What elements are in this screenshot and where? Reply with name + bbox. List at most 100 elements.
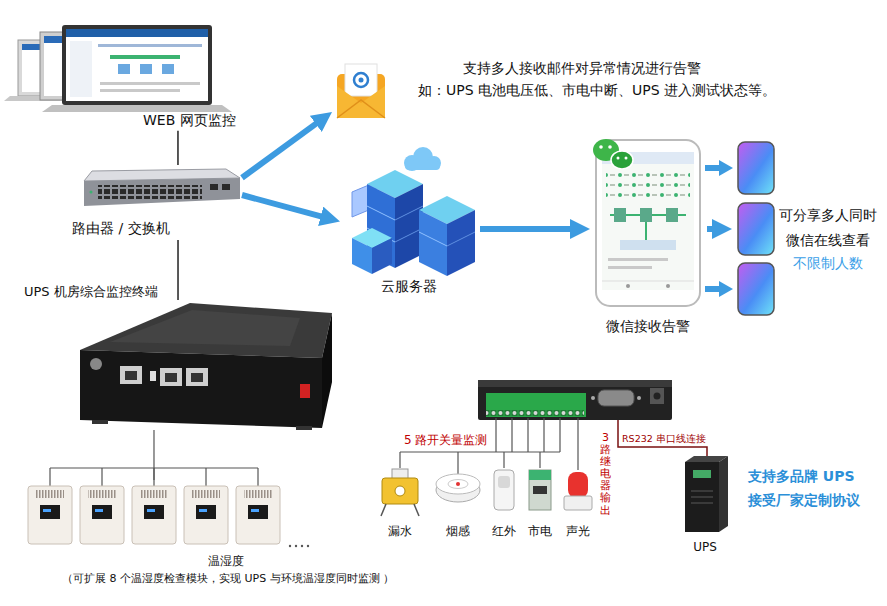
sensor-module-part	[132, 486, 176, 544]
server-illustration-part	[419, 232, 447, 246]
laptop-illustration-part	[118, 64, 130, 74]
laptop-illustration-part	[70, 41, 92, 97]
terminal-illustration-part	[191, 373, 203, 382]
email-alert: 支持多人接收邮件对异常情况进行告警如：UPS 电池电压低、市电中断、UPS 进入…	[332, 56, 802, 122]
share-arrow-part	[705, 165, 721, 171]
node-label: 市电	[522, 524, 558, 538]
ups-illustration-part	[691, 490, 713, 492]
sensor-icon-part	[414, 504, 419, 516]
cable-label: RS232 串口线连接	[622, 433, 706, 444]
connector-line	[153, 430, 154, 480]
sensor-icon	[381, 469, 592, 516]
terminal-illustration-part	[90, 358, 102, 370]
serial-cable-part	[618, 420, 707, 458]
relay-label: 3 路继电器输出	[600, 432, 611, 517]
email-icon-part	[337, 86, 385, 118]
bus-wire-part	[205, 468, 206, 486]
sensor-icon-part	[395, 486, 405, 496]
sensor-module-part	[40, 505, 60, 519]
wechat-icon-part	[608, 145, 612, 149]
node-label: 温湿度	[208, 554, 244, 568]
sensor-icon-part	[436, 474, 480, 494]
terminal-illustration-part	[150, 371, 156, 381]
phone-illustration-part	[666, 208, 678, 222]
email-icon	[337, 64, 385, 118]
signal-wire	[400, 418, 578, 474]
phone-illustration-part	[640, 208, 652, 222]
sensor-module-part	[147, 509, 155, 512]
sensor-icon-part	[568, 472, 588, 498]
email-icon-part	[359, 78, 364, 83]
node-label: 漏水	[372, 524, 428, 538]
phone-illustration-part	[608, 266, 652, 269]
phone-illustration-part	[602, 152, 694, 290]
laptop-illustration-part	[140, 64, 152, 74]
sensor-module-part	[88, 490, 116, 498]
infrared-sensor: 红外	[486, 466, 524, 542]
mains-sensor: 市电	[522, 466, 560, 542]
email-icon-part	[354, 73, 368, 87]
terminal-illustration-part	[186, 368, 208, 386]
server-illustration-part	[405, 161, 440, 170]
laptop-illustration-part	[110, 55, 180, 59]
sensor-icon-part	[533, 486, 547, 494]
sensor-module-part	[92, 505, 112, 519]
sensor-module	[28, 486, 280, 544]
connector-line	[177, 240, 179, 300]
email-icon-part	[345, 64, 377, 96]
laptop-illustration-part	[98, 44, 202, 47]
phone-illustration	[596, 140, 700, 306]
email-icon-part	[337, 100, 385, 118]
node-label: 支持多人接收邮件对异常情况进行告警	[463, 60, 701, 77]
node-label: 微信接收告警	[590, 318, 705, 335]
connector-arrow	[707, 226, 717, 232]
signal-wire-part	[543, 418, 544, 452]
router-illustration-part	[90, 191, 93, 194]
terminal-illustration-part	[296, 426, 312, 430]
wechat-phone: 微信接收告警	[590, 138, 707, 338]
router-switch: 路由器 / 交换机	[70, 165, 242, 240]
bus-wire-part	[301, 545, 303, 547]
server-illustration	[352, 147, 475, 276]
laptop-illustration-part	[66, 29, 208, 101]
share-arrow-part	[719, 160, 733, 176]
share-phones: 可分享多人同时 微信在线查看不限制人数	[732, 135, 884, 320]
sensor-module-part	[196, 505, 216, 519]
node-label: 如：UPS 电池电压低、市电中断、UPS 进入测试状态等。	[418, 82, 776, 99]
ups-illustration-part	[691, 496, 713, 498]
share-arrow-part	[705, 286, 721, 292]
server-illustration-part	[447, 210, 475, 276]
ups-illustration-part	[719, 456, 728, 532]
bus-wire-part	[295, 545, 297, 547]
sensor-icon-part	[564, 496, 592, 510]
phone-illustration-part	[606, 170, 690, 200]
sensor-icon-part	[382, 478, 418, 504]
io-panel-part	[486, 393, 586, 417]
signal-wire-part	[539, 452, 540, 468]
feature-note: 支持多品牌 UPS	[748, 468, 855, 485]
phone-illustration-part	[620, 240, 676, 250]
sensor-module-part	[184, 486, 228, 544]
bus-wire-part	[49, 468, 50, 486]
io-panel-part	[486, 393, 584, 417]
terminal-illustration-part	[300, 384, 310, 398]
sensor-icon-part	[448, 480, 468, 489]
sensor-icon-part	[494, 470, 514, 510]
server-illustration-part	[367, 206, 395, 220]
node-label: 路由器 / 交换机	[72, 220, 170, 237]
wechat-icon-part	[617, 157, 620, 160]
small-phone-part	[738, 203, 774, 255]
monitor-terminal: UPS 机房综合监控终端	[78, 300, 333, 430]
sensor-module-part	[95, 509, 103, 512]
connector-line	[177, 131, 179, 165]
share-arrow	[705, 160, 733, 297]
server-illustration-part	[352, 238, 372, 274]
terminal-illustration-part	[120, 366, 142, 384]
connector-group	[154, 121, 717, 480]
router-illustration-part	[98, 185, 202, 199]
sensor-module-part	[28, 486, 72, 544]
io-panel-part	[637, 396, 641, 400]
laptop-illustration-part	[162, 64, 174, 74]
terminal-illustration-part	[165, 373, 177, 382]
